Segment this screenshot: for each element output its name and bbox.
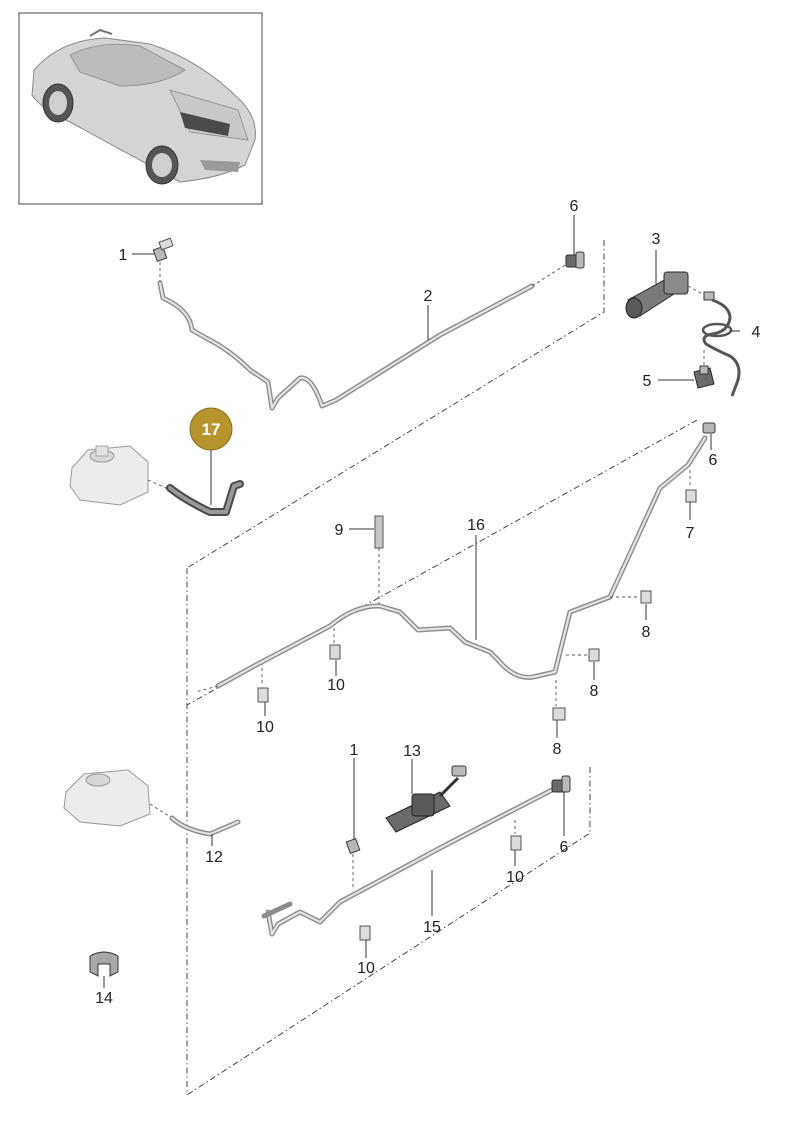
assembly-frame-main [186,419,698,1095]
hose-4 [701,298,741,397]
callout-15: 15 [423,919,441,936]
car-silhouette [31,28,256,185]
clip-8-upper [610,590,652,604]
connector-6-upper [565,251,585,269]
callout-16: 16 [467,517,485,534]
callout-6-right: 6 [709,452,718,469]
callout-8-lower: 8 [553,741,562,758]
connector-6-lower [551,775,571,793]
reservoir-lower [63,769,173,827]
master-cylinder-13 [385,765,467,833]
callout-10-a: 10 [327,677,345,694]
clip-8-middle [566,648,600,662]
callout-8-upper: 8 [642,624,651,641]
clamp-14 [89,951,119,977]
badge-label: 17 [202,420,221,439]
reservoir-upper [69,445,171,506]
brake-line-15 [261,787,555,937]
callout-7: 7 [686,525,695,542]
callout-12: 12 [205,849,223,866]
leader-lines [103,215,740,988]
callout-6-upper: 6 [570,198,579,215]
vehicle-thumbnail [18,12,263,205]
callout-9: 9 [335,522,344,539]
callout-5: 5 [643,373,652,390]
callout-4: 4 [752,324,761,341]
callout-14: 14 [95,990,113,1007]
clip-10-b [257,668,269,703]
clip-10-d [359,925,371,941]
clip-10-c [510,820,522,851]
assembly-frame-lower [186,767,591,1096]
callout-6-lower: 6 [560,839,569,856]
bracket-5 [693,365,715,389]
callout-1: 1 [119,247,128,264]
bleed-fitting-1 [152,237,174,282]
assembly-frame-upper [186,240,605,569]
clip-8-lower [552,680,566,721]
callout-10-d: 10 [357,960,375,977]
callout-10-b: 10 [256,719,274,736]
connector-6-right [702,422,716,434]
brake-line-2 [157,261,571,411]
callout-3: 3 [652,231,661,248]
callout-10-c: 10 [506,869,524,886]
brake-line-16 [194,435,708,693]
callout-2: 2 [424,288,433,305]
slave-cylinder-3 [625,271,715,319]
clip-10-a [329,628,341,660]
callout-labels: 1 2 3 6 4 5 6 7 9 16 8 8 8 10 10 12 13 1… [95,198,760,1007]
hose-12 [169,815,241,837]
hose-17 [166,480,244,516]
callout-13: 13 [403,743,421,760]
callout-1-lower: 1 [350,742,359,759]
highlight-badge-17[interactable]: 17 [189,407,233,505]
callout-8-middle: 8 [590,683,599,700]
clip-7 [685,470,697,503]
part-9-strip [374,515,384,604]
bleed-fitting-1-lower [345,838,361,888]
